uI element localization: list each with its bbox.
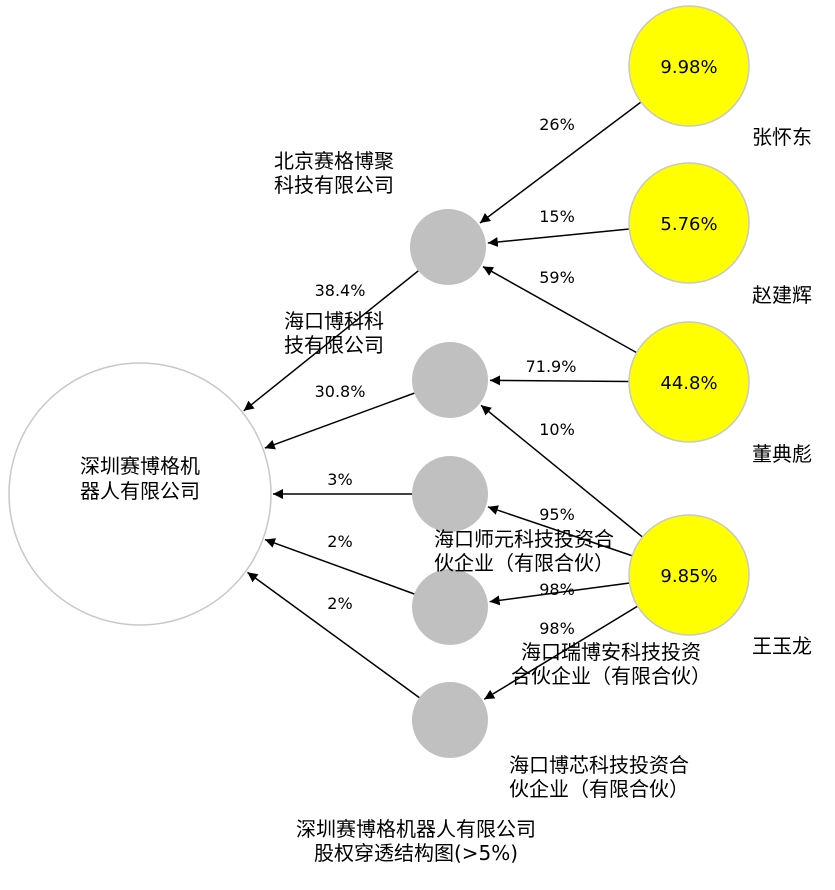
edge-c5-to-target xyxy=(247,571,420,699)
company-node-c5[interactable] xyxy=(412,682,488,758)
edge-label-c3-to-target: 3% xyxy=(327,470,352,489)
person-name-p2: 赵建辉 xyxy=(752,283,812,307)
company-node-c1[interactable] xyxy=(410,209,486,285)
edge-p4-to-c5 xyxy=(483,605,639,700)
target-company-label-line: 深圳赛博格机 xyxy=(80,454,200,478)
edge-p2-to-c1 xyxy=(487,228,630,248)
edge-label-p4-to-c4: 98% xyxy=(539,580,575,599)
edge-label-p4-to-c5: 98% xyxy=(539,619,575,638)
company-label-c4: 海口瑞博安科技投资 xyxy=(521,640,701,664)
edge-label-c2-to-target: 30.8% xyxy=(315,382,366,401)
person-name-p3: 董典彪 xyxy=(752,442,812,466)
person-node-p3[interactable] xyxy=(628,321,750,443)
edge-label-p1-to-c1: 26% xyxy=(539,115,575,134)
person-share-p3: 44.8% xyxy=(660,373,717,394)
company-label-c5: 伙企业（有限合伙） xyxy=(509,777,689,801)
company-node-c2[interactable] xyxy=(412,342,488,418)
edge-c2-to-target xyxy=(264,392,415,450)
company-label-c2: 技有限公司 xyxy=(284,333,384,357)
edge-label-c5-to-target: 2% xyxy=(327,594,352,613)
edge-p4-to-c3 xyxy=(487,505,633,557)
company-label-c5: 海口博芯科技投资合 xyxy=(509,753,689,777)
company-label-c4: 合伙企业（有限合伙） xyxy=(511,664,711,688)
edge-c1-to-target xyxy=(243,270,419,412)
edge-p4-to-c2 xyxy=(480,404,643,538)
diagram-caption: 股权穿透结构图(>5%) xyxy=(314,841,518,865)
company-label-c3: 伙企业（有限合伙） xyxy=(434,551,614,575)
edge-p3-to-c1 xyxy=(482,265,638,354)
target-company-label-line: 器人有限公司 xyxy=(80,479,200,503)
edge-p1-to-c1 xyxy=(479,101,642,224)
person-share-p2: 5.76% xyxy=(660,214,717,235)
diagram-caption: 深圳赛博格机器人有限公司 xyxy=(296,817,536,841)
person-name-p4: 王玉龙 xyxy=(752,634,812,658)
edge-label-p4-to-c3: 95% xyxy=(539,505,575,524)
edge-p4-to-c4 xyxy=(489,582,630,606)
company-label-c1: 北京赛格博聚 xyxy=(274,149,394,173)
company-node-c3[interactable] xyxy=(412,456,488,532)
company-label-c1: 科技有限公司 xyxy=(274,173,394,197)
edge-label-p4-to-c2: 10% xyxy=(539,420,575,439)
company-label-c2: 海口博科科 xyxy=(284,309,384,333)
person-name-p1: 张怀东 xyxy=(752,125,812,149)
target-company-node[interactable] xyxy=(8,362,272,626)
edge-p3-to-c2 xyxy=(489,375,630,386)
edge-label-c1-to-target: 38.4% xyxy=(315,281,366,300)
edge-label-p2-to-c1: 15% xyxy=(539,207,575,226)
edge-c4-to-target xyxy=(264,538,415,595)
person-node-p1[interactable] xyxy=(628,5,750,127)
person-share-p4: 9.85% xyxy=(660,566,717,587)
company-label-c3: 海口师元科技投资合 xyxy=(434,527,614,551)
company-node-c4[interactable] xyxy=(412,569,488,645)
edge-label-p3-to-c1: 59% xyxy=(539,268,575,287)
edge-label-c4-to-target: 2% xyxy=(327,532,352,551)
person-node-p4[interactable] xyxy=(628,514,750,636)
edge-label-p3-to-c2: 71.9% xyxy=(526,357,577,376)
person-node-p2[interactable] xyxy=(628,162,750,284)
person-share-p1: 9.98% xyxy=(660,57,717,78)
